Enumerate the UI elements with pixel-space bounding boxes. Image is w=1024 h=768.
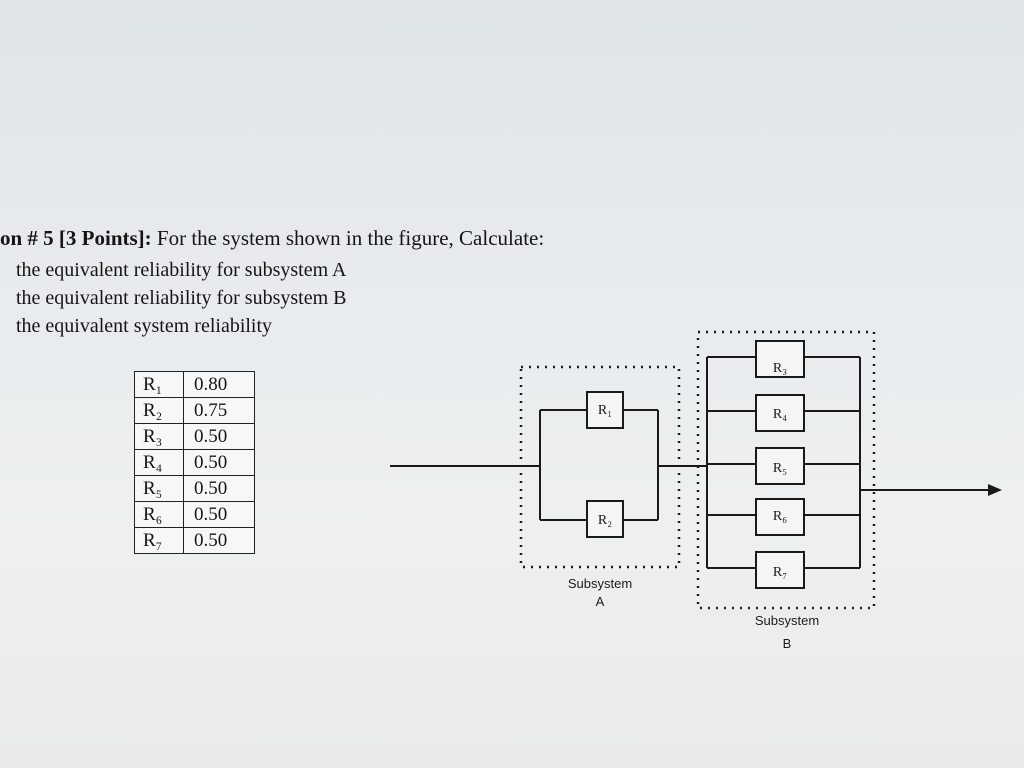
question-item-a: the equivalent reliability for subsystem… xyxy=(16,259,347,281)
block-r3 xyxy=(755,340,805,378)
component-name: R₂ xyxy=(134,397,184,424)
subsystem-a-boundary xyxy=(519,365,681,569)
subsystem-b-boundary xyxy=(696,330,876,610)
output-arrow-icon xyxy=(988,484,1002,496)
block-r1-label: R₁ xyxy=(598,403,612,418)
subsystem-a-label-line1: Subsystem xyxy=(568,576,632,591)
question-number: on # 5 [3 Points]: xyxy=(0,226,152,250)
component-reliability: 0.75 xyxy=(183,397,255,424)
component-reliability: 0.50 xyxy=(183,449,255,476)
block-r4 xyxy=(755,394,805,432)
block-r7-label: R₇ xyxy=(773,565,787,580)
question-prompt: For the system shown in the figure, Calc… xyxy=(151,226,545,250)
question-header: on # 5 [3 Points]: For the system shown … xyxy=(0,226,544,251)
component-name: R₇ xyxy=(134,527,184,554)
block-r6 xyxy=(755,498,805,536)
component-reliability: 0.50 xyxy=(183,501,255,528)
question-item-c: the equivalent system reliability xyxy=(16,315,273,337)
block-r6-label: R₆ xyxy=(773,509,787,524)
component-reliability: 0.80 xyxy=(183,371,255,398)
block-r7 xyxy=(755,551,805,589)
block-r3-label: R₃ xyxy=(773,361,787,376)
component-reliability: 0.50 xyxy=(183,475,255,502)
block-r2 xyxy=(586,500,624,538)
subsystem-b-label-line2: B xyxy=(783,636,792,651)
component-reliability: 0.50 xyxy=(183,527,255,554)
block-r1 xyxy=(586,391,624,429)
block-r5-label: R₅ xyxy=(773,461,787,476)
component-name: R₅ xyxy=(134,475,184,502)
question-item-b: the equivalent reliability for subsystem… xyxy=(16,287,347,309)
subsystem-a-label-line2: A xyxy=(596,594,605,609)
block-r2-label: R₂ xyxy=(598,513,612,528)
block-r4-label: R₄ xyxy=(773,407,787,422)
subsystem-b-label-line1: Subsystem xyxy=(755,613,819,628)
block-r5 xyxy=(755,447,805,485)
